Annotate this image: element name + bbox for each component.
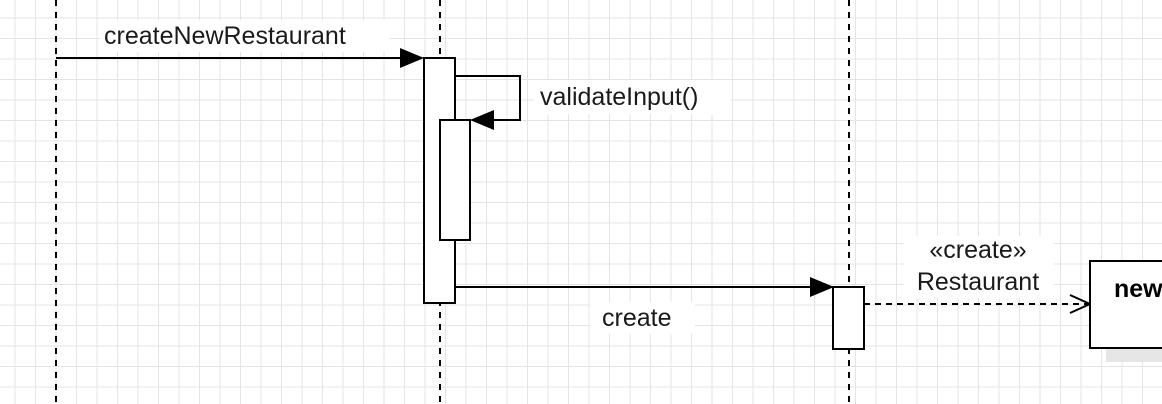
activation-bar-nested[interactable] [439,119,471,241]
arrowhead-create [810,277,834,297]
message-validate-input[interactable] [455,75,521,121]
message-label-background [534,80,730,114]
arrowhead-validate-input [470,110,494,130]
message-label-validate-input: validateInput() [540,83,698,111]
message-label-background [590,302,695,334]
message-label-background [100,20,390,52]
message-label-restaurant: Restaurant [917,268,1039,296]
object-label-new: new [1114,275,1162,303]
message-label-create-new-restaurant: createNewRestaurant [104,22,346,50]
message-label-background [904,236,1054,298]
message-label-create: create [602,304,671,332]
activation-bar-factory[interactable] [832,286,865,350]
arrowhead-create-new-restaurant [400,48,424,68]
message-stereotype-create: «create» [929,236,1026,264]
object-new-restaurant[interactable] [1089,260,1162,349]
